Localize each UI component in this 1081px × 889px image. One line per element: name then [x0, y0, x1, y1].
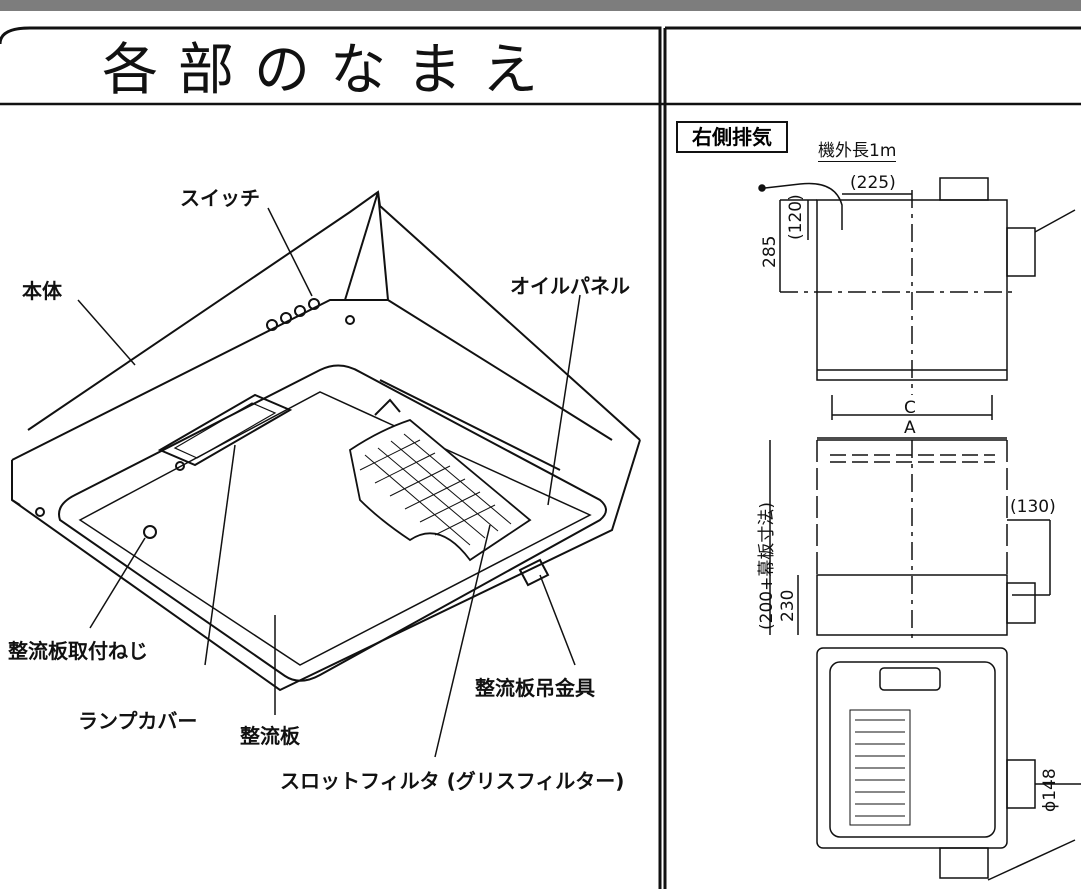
slot-filter-grid: [348, 418, 532, 562]
bottom-view: [816, 647, 1081, 881]
top-view: [758, 177, 1076, 439]
label-flow-plate: 整流板: [240, 724, 300, 748]
dim-c: C: [904, 398, 916, 418]
label-slot-filter: スロットフィルタ (グリスフィルター): [280, 769, 625, 793]
cord-length-label: 機外長1m: [818, 136, 897, 162]
dim-148: ϕ148: [1040, 768, 1060, 812]
label-switch: スイッチ: [180, 186, 260, 210]
label-lamp-cover: ランプカバー: [78, 709, 198, 733]
section-tag-right-exhaust: 右側排気: [676, 121, 788, 153]
label-body: 本体: [22, 279, 62, 303]
dim-285: 285: [760, 235, 780, 268]
dim-130: (130): [1010, 497, 1056, 517]
label-flow-plate-hanger: 整流板吊金具: [475, 676, 595, 700]
dim-a: A: [904, 418, 916, 438]
left-frame: [0, 26, 662, 889]
dim-230: 230: [778, 589, 798, 622]
label-flow-plate-screw: 整流板取付ねじ: [8, 639, 148, 663]
hood-drawing: [11, 190, 641, 692]
page-title: 各部のなまえ: [102, 38, 558, 103]
dim-200-plus-panel: (200+幕板寸法): [757, 502, 777, 630]
dim-120: (120): [786, 194, 806, 240]
dim-225: (225): [850, 173, 896, 193]
front-view: [769, 439, 1051, 640]
top-bar: [0, 0, 1081, 11]
label-oil-panel: オイルパネル: [510, 274, 630, 298]
leader-lines: [77, 207, 581, 758]
